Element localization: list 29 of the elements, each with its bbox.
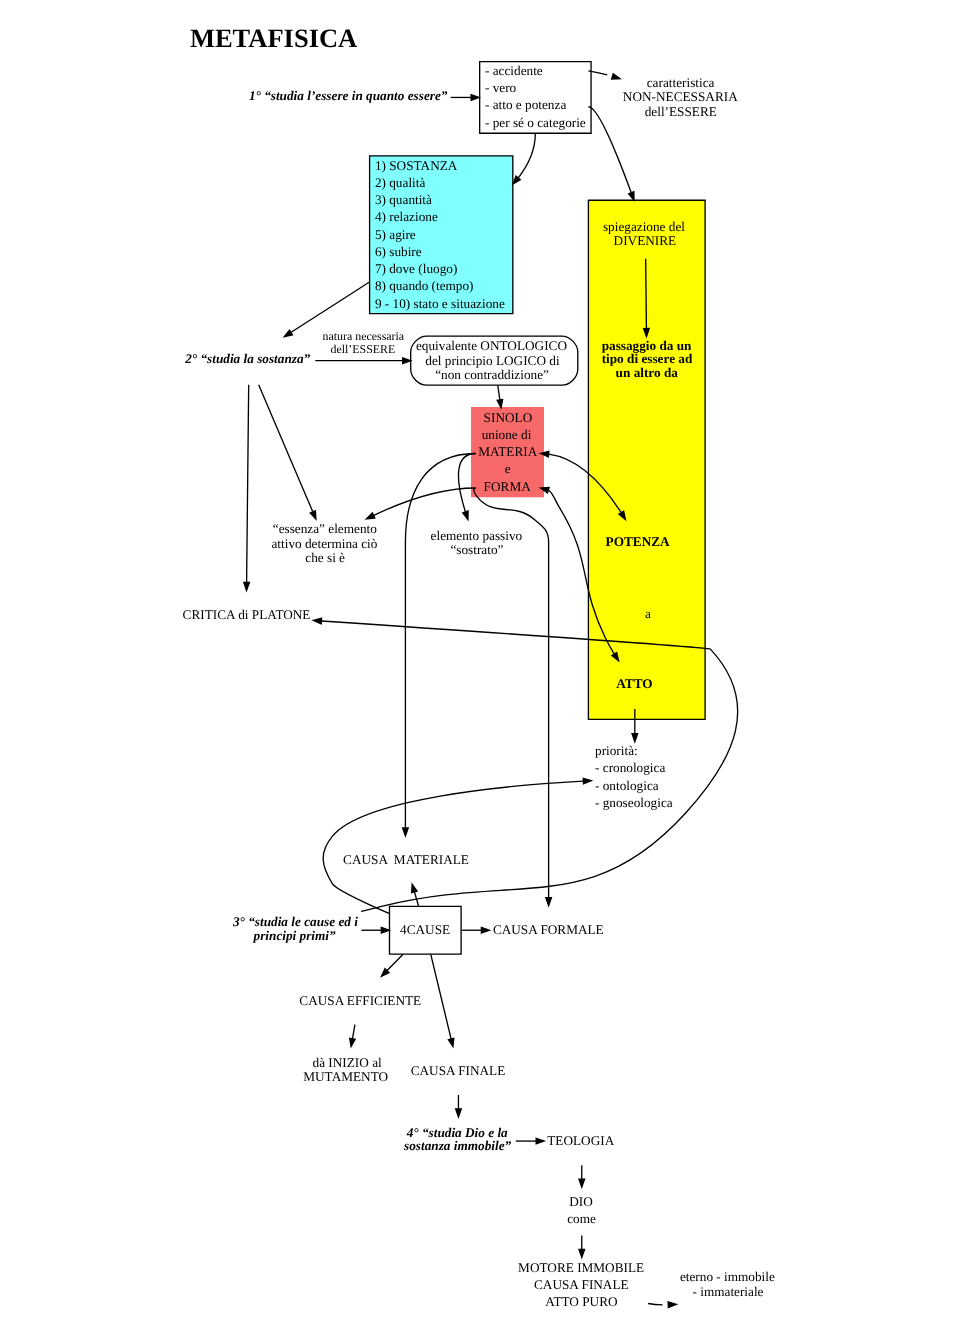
arrow (538, 450, 627, 522)
diagram-title: METAFISICA (189, 23, 358, 54)
arrow (538, 486, 620, 663)
arrow (322, 777, 594, 915)
arrow (587, 106, 635, 203)
arrow (473, 487, 553, 908)
arrow (647, 1300, 679, 1309)
arrow (380, 953, 404, 978)
arrow (460, 926, 492, 934)
arrow (242, 384, 251, 593)
arrow (282, 281, 370, 338)
arrow (411, 882, 420, 907)
arrow (587, 70, 622, 80)
arrow (360, 926, 392, 934)
arrow (457, 452, 477, 522)
arrow (430, 953, 455, 1049)
arrow (348, 1024, 357, 1049)
arrow (449, 93, 482, 102)
cluster (587, 199, 706, 721)
arrow (364, 487, 477, 520)
arrow (515, 1137, 547, 1145)
arrow (511, 132, 537, 186)
arrow (631, 708, 639, 744)
arrow (496, 384, 504, 410)
arrow (258, 384, 317, 521)
arrow (401, 452, 477, 838)
arrow (314, 356, 413, 365)
arrow (311, 617, 739, 913)
arrow (642, 257, 651, 339)
